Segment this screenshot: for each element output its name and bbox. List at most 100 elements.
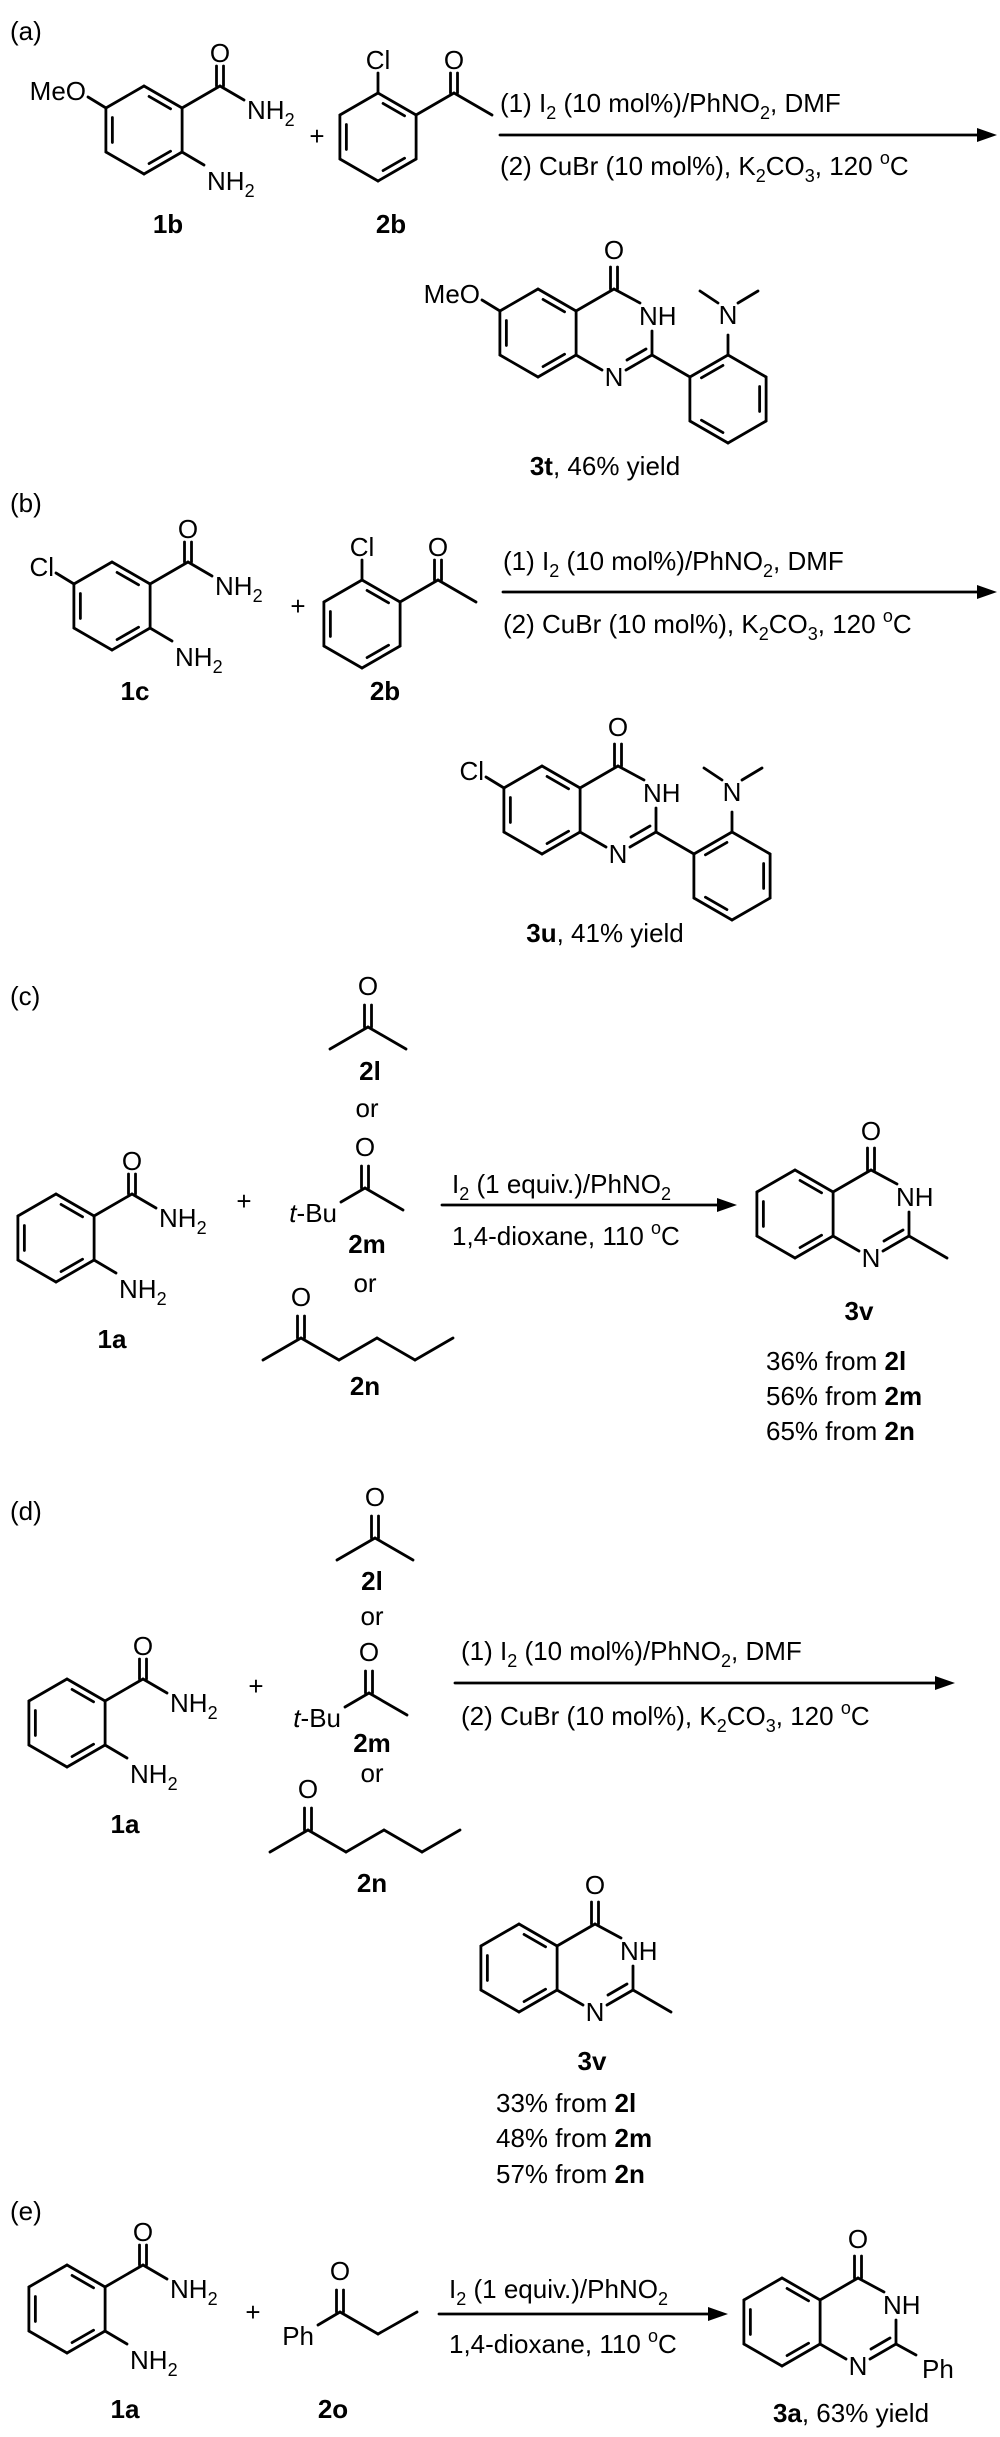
- ring-bond: [517, 1988, 559, 2014]
- phenyl-group: Ph: [922, 2354, 954, 2384]
- plus-sign: +: [236, 1186, 251, 1216]
- subscript: 2: [168, 1774, 178, 1794]
- ring-bond: [793, 1234, 835, 1260]
- bond: [92, 1192, 134, 1218]
- text-segment: (a): [10, 16, 42, 46]
- bond: [650, 353, 692, 379]
- ring-bond: [726, 419, 768, 445]
- text-segment: 1,4-dioxane, 110: [452, 1221, 651, 1251]
- text-segment: 2m: [348, 1229, 386, 1259]
- text-segment: 2n: [357, 1868, 387, 1898]
- ring-bond: [142, 150, 184, 176]
- double-bond: [629, 824, 652, 839]
- subscript: 2: [721, 1651, 731, 1671]
- text-segment: 2b: [376, 209, 406, 239]
- subscript: 2: [549, 561, 559, 581]
- bond: [628, 830, 658, 849]
- conditions-line-1: (1) I2 (10 mol%)/PhNO2, DMF: [503, 546, 844, 581]
- ring-bond: [730, 830, 772, 856]
- aromatic-inner-bond: [70, 2274, 95, 2290]
- ring-bond: [142, 84, 184, 110]
- bond: [555, 1922, 597, 1948]
- or-text: or: [353, 1268, 376, 1298]
- conditions-line-1: I2 (1 equiv.)/PhNO2: [452, 1169, 671, 1204]
- reaction-conditions: I2 (1 equiv.)/PhNO2 1,4-dioxane, 110 oC: [452, 1169, 680, 1251]
- bond: [869, 1168, 899, 1186]
- compound-label: 2l: [359, 1056, 381, 1086]
- oxygen-atom: O: [585, 1870, 605, 1900]
- nitrogen-atom: N: [586, 1997, 605, 2027]
- ring-bond: [65, 1677, 107, 1703]
- or-text: or: [360, 1758, 383, 1788]
- subscript: 2: [208, 2289, 218, 2309]
- superscript: o: [880, 148, 890, 168]
- compound-label: 2o: [318, 2394, 348, 2424]
- bond: [268, 1828, 310, 1854]
- text-segment: 57% from: [496, 2159, 615, 2189]
- aromatic-inner-bond: [522, 1933, 547, 1949]
- bond: [593, 1922, 623, 1940]
- arrow-head: [977, 585, 997, 599]
- tert-butyl-group: t-Bu: [289, 1198, 337, 1228]
- text-segment: 3a: [773, 2398, 802, 2428]
- bond: [103, 2329, 129, 2346]
- yield-line: 56% from 2m: [766, 1381, 922, 1411]
- compound-label: 2n: [350, 1371, 380, 1401]
- ring-bond: [104, 84, 146, 110]
- bond: [420, 1828, 462, 1854]
- bond: [555, 1988, 585, 2007]
- yield-line: 48% from 2m: [496, 2123, 652, 2153]
- bond: [373, 1536, 415, 1562]
- ring-bond: [54, 1192, 96, 1218]
- bond: [856, 2276, 886, 2294]
- bond: [299, 1336, 341, 1362]
- bond: [574, 287, 616, 313]
- reaction-arrow: [453, 1676, 955, 1690]
- product-yield: 3u, 41% yield: [526, 918, 684, 948]
- or-text: or: [355, 1093, 378, 1123]
- text-segment: NH: [247, 95, 285, 125]
- text-segment: O: [604, 235, 624, 265]
- bond: [881, 1234, 911, 1253]
- text-segment: , DMF: [731, 1636, 802, 1666]
- text-segment: 48% from: [496, 2123, 615, 2153]
- compound-label: 1b: [153, 209, 183, 239]
- bond: [92, 1258, 118, 1275]
- subscript: 2: [717, 1716, 727, 1736]
- text-segment: 2l: [615, 2088, 637, 2118]
- ring-bond: [27, 1677, 69, 1703]
- oxygen-atom: O: [861, 1116, 881, 1146]
- oxygen-atom: O: [210, 38, 230, 68]
- bond: [218, 84, 246, 102]
- subscript: 2: [253, 586, 263, 606]
- subscript: 2: [456, 2289, 466, 2309]
- aromatic-inner-bond: [59, 1257, 84, 1273]
- text-segment: Cl: [29, 552, 54, 582]
- compound-label: 2l: [361, 1566, 383, 1596]
- bond: [398, 578, 440, 604]
- ring-bond: [742, 2342, 784, 2368]
- aromatic-inner-bond: [541, 298, 566, 314]
- bond: [103, 1743, 129, 1760]
- bond: [413, 1336, 455, 1362]
- subscript: 2: [197, 1218, 207, 1238]
- text-segment: N: [609, 839, 628, 869]
- text-segment: O: [122, 1146, 142, 1176]
- text-segment: C: [851, 1701, 870, 1731]
- bond: [894, 2342, 918, 2357]
- ring-bond: [498, 353, 540, 379]
- text-segment: or: [360, 1601, 383, 1631]
- conditions-line-2: 1,4-dioxane, 110 oC: [452, 1218, 680, 1251]
- oxygen-atom: O: [133, 1631, 153, 1661]
- bond: [574, 353, 604, 372]
- subscript: 3: [766, 1716, 776, 1736]
- ring-bond: [726, 353, 768, 379]
- aromatic-inner-bond: [365, 643, 390, 659]
- text-segment: (10 mol%)/PhNO: [559, 546, 763, 576]
- aromatic-inner-bond: [147, 149, 172, 165]
- pinacolone-structure: Ot-Bu: [289, 1132, 405, 1228]
